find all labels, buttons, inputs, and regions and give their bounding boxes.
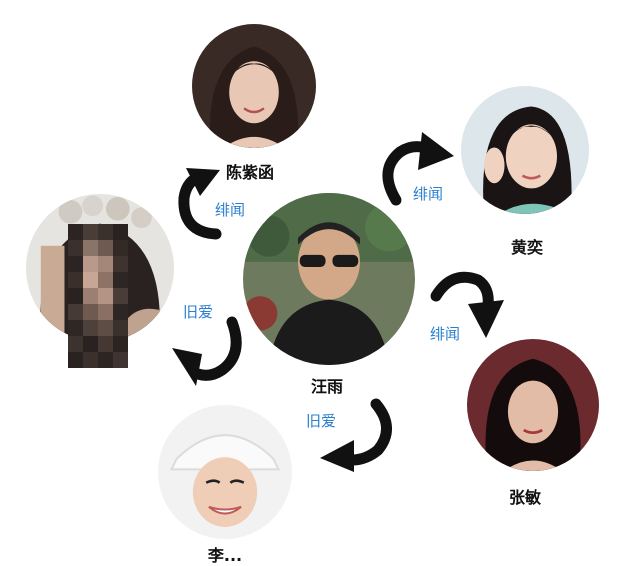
arrow-to-top-person: [172, 164, 232, 240]
right-top-person-name: 黄奕: [510, 238, 544, 257]
right-bottom-person-name: 张敏: [508, 488, 542, 507]
bottom-person-photo: [158, 405, 292, 539]
right-top-person-photo: [461, 86, 589, 214]
relation-label-top: 绯闻: [215, 201, 246, 219]
pixelation-mosaic: [68, 224, 128, 368]
relation-label-right-top: 绯闻: [413, 185, 444, 203]
arrow-to-bottom-person: [318, 398, 398, 472]
top-person-photo: [192, 24, 316, 148]
bottom-person-name: 李...: [207, 546, 243, 565]
relationship-diagram: 汪雨 陈紫函 黄奕: [26, 24, 599, 565]
arrow-to-right-top-person: [374, 130, 458, 206]
center-person-name: 汪雨: [310, 377, 344, 396]
relation-label-bottom: 旧爱: [306, 412, 337, 430]
right-bottom-person-photo: [467, 339, 599, 471]
relation-label-left: 旧爱: [183, 303, 214, 321]
arrow-to-right-bottom-person: [428, 266, 506, 344]
top-person-name: 陈紫函: [225, 163, 275, 182]
relation-label-right-bottom: 绯闻: [430, 325, 461, 343]
arrow-to-left-person: [172, 316, 244, 388]
center-person-photo: [243, 193, 415, 365]
